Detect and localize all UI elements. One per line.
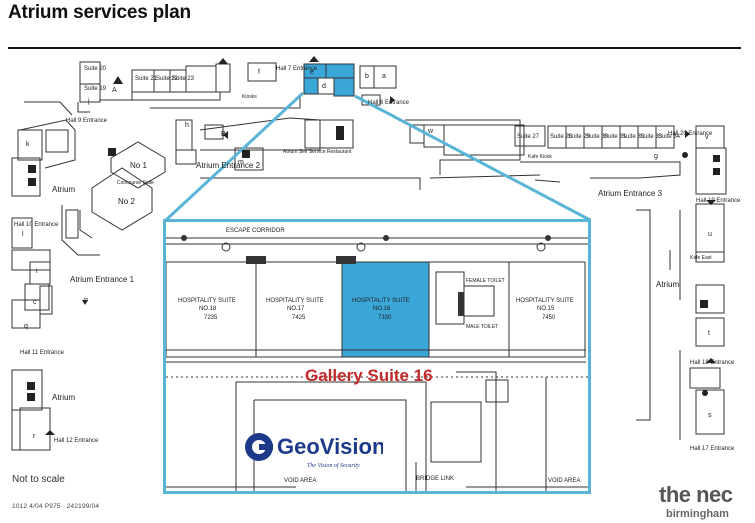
letter-f: f [258,69,260,76]
letter-q: q [24,323,28,330]
pointer-line-left [164,91,305,222]
inset-suite-17-code: 7425 [292,315,306,321]
letter-i: i [36,268,38,275]
letter-m: m [238,159,244,166]
label-suite-31: Suite 31 [604,134,627,140]
label-atrium-entrance-3: Atrium Entrance 3 [598,189,663,198]
label-suite-29: Suite 29 [568,134,591,140]
inset-detail-plan: ESCAPE CORRIDOR HOSPITALITY SUITE NO.18 … [163,219,591,494]
label-suite-22: Suite 22 [156,76,179,82]
letter-d: d [322,83,326,90]
label-suite-32: Suite 32 [622,134,645,140]
geovision-logo-mark [245,433,273,461]
geovision-wordmark: GeoVision [277,434,383,459]
letter-p: p [84,297,88,304]
label-kiosks: Kiosks [242,94,257,100]
letter-c: c [33,299,37,306]
label-suite-19: Suite 19 [84,86,107,92]
brand-subtitle: birmingham [666,508,729,520]
letter-b: b [365,73,369,80]
inset-suite-18-no: NO.18 [199,306,217,312]
inset-bridge-link: BRIDGE LINK [416,476,454,482]
inset-plan-svg: ESCAPE CORRIDOR HOSPITALITY SUITE NO.18 … [166,228,588,491]
inset-suite-16-no: NO.16 [373,306,391,312]
label-suite-34: Suite 34 [658,134,681,140]
title-rule [8,47,741,49]
scale-note: Not to scale [12,474,65,485]
label-hall-11: Hall 11 Entrance [20,350,65,356]
letter-a: a [382,73,386,80]
label-suite-23: Suite 23 [172,76,195,82]
label-no-1: No 1 [130,161,147,170]
letter-r: r [33,433,36,440]
inset-suite-18-code: 7235 [204,315,218,321]
letter-k: k [26,141,30,148]
geovision-logo: GeoVision The Vision of Security [245,433,383,469]
inset-suite-16-name: HOSPITALITY SUITE [352,298,410,304]
suite-19-room [79,83,101,103]
label-no-2: No 2 [118,197,135,206]
print-code: 1012 4/04 P975 242199/04 [12,503,100,510]
label-hall-6: Hall 6 Entrance [368,100,410,106]
brand-logo: the nec [659,482,733,507]
label-hall-20: Hall 20 Entrance [668,131,713,137]
label-suite-33: Suite 33 [640,134,663,140]
label-hall-10: Hall 10 Entrance [14,222,59,228]
inset-escape-corridor: ESCAPE CORRIDOR [226,228,285,234]
label-hall-17: Hall 17 Entrance [690,446,735,452]
letter-v: v [705,134,709,141]
label-suite-21: Suite 21 [135,76,158,82]
label-hall-12: Hall 12 Entrance [54,438,99,444]
letter-t: t [708,330,710,337]
inset-female-toilet: FEMALE TOILET [466,278,505,284]
label-atrium-entrance-1: Atrium Entrance 1 [70,275,135,284]
inset-suite-15-name: HOSPITALITY SUITE [516,298,574,304]
pointer-line-right [354,94,591,222]
letter-e: e [310,69,314,76]
inset-suite-17-name: HOSPITALITY SUITE [266,298,324,304]
inset-suite-17-no: NO.17 [287,306,305,312]
gallery-suite-label: Gallery Suite 16 [305,366,433,385]
letter-u: u [708,231,712,238]
letter-j: j [87,98,90,105]
geovision-tagline: The Vision of Security [307,462,360,469]
page-title: Atrium services plan [8,2,191,23]
label-suite-28: Suite 28 [550,134,573,140]
letter-h: h [185,122,189,129]
letter-l: l [22,231,24,238]
inset-male-toilet: MALE TOILET [466,324,498,330]
inset-suite-16-code: 7330 [378,315,392,321]
label-suite-30: Suite 30 [586,134,609,140]
label-concourse-suite: Concourse Suite [117,180,154,186]
letter-A: A [112,87,117,94]
label-hall-19: Hall 19 Entrance [696,198,741,204]
label-suite-20: Suite 20 [84,66,107,72]
label-atrium-entrance-2: Atrium Entrance 2 [196,161,261,170]
inset-suite-15-no: NO.15 [537,306,555,312]
inset-void-area-1: VOID AREA [284,478,316,484]
label-kafe-kiosk: Kafe Kiosk [528,154,552,160]
label-kafe-east: Kafe East [690,255,712,261]
label-hall-7: Hall 7 Entrance [276,66,318,72]
letter-g: g [654,153,658,160]
letter-s: s [708,412,712,419]
label-hall-18: Hall 18 Entrance [690,360,735,366]
label-suite-27: Suite 27 [517,134,540,140]
inset-void-area-2: VOID AREA [548,478,580,484]
label-atrium-south: Atrium [52,393,75,402]
letter-w: w [427,128,434,135]
inset-suite-15-code: 7450 [542,315,556,321]
label-atrium-east: Atrium [656,280,679,289]
highlight-c [325,63,355,79]
label-self-service: Atrium Self Service Restaurant [283,149,352,155]
label-hall-9: Hall 9 Entrance [66,118,108,124]
inset-suite-18-name: HOSPITALITY SUITE [178,298,236,304]
letter-B: B [221,131,226,138]
suite-16-highlight [341,261,430,358]
label-atrium-west: Atrium [52,185,75,194]
